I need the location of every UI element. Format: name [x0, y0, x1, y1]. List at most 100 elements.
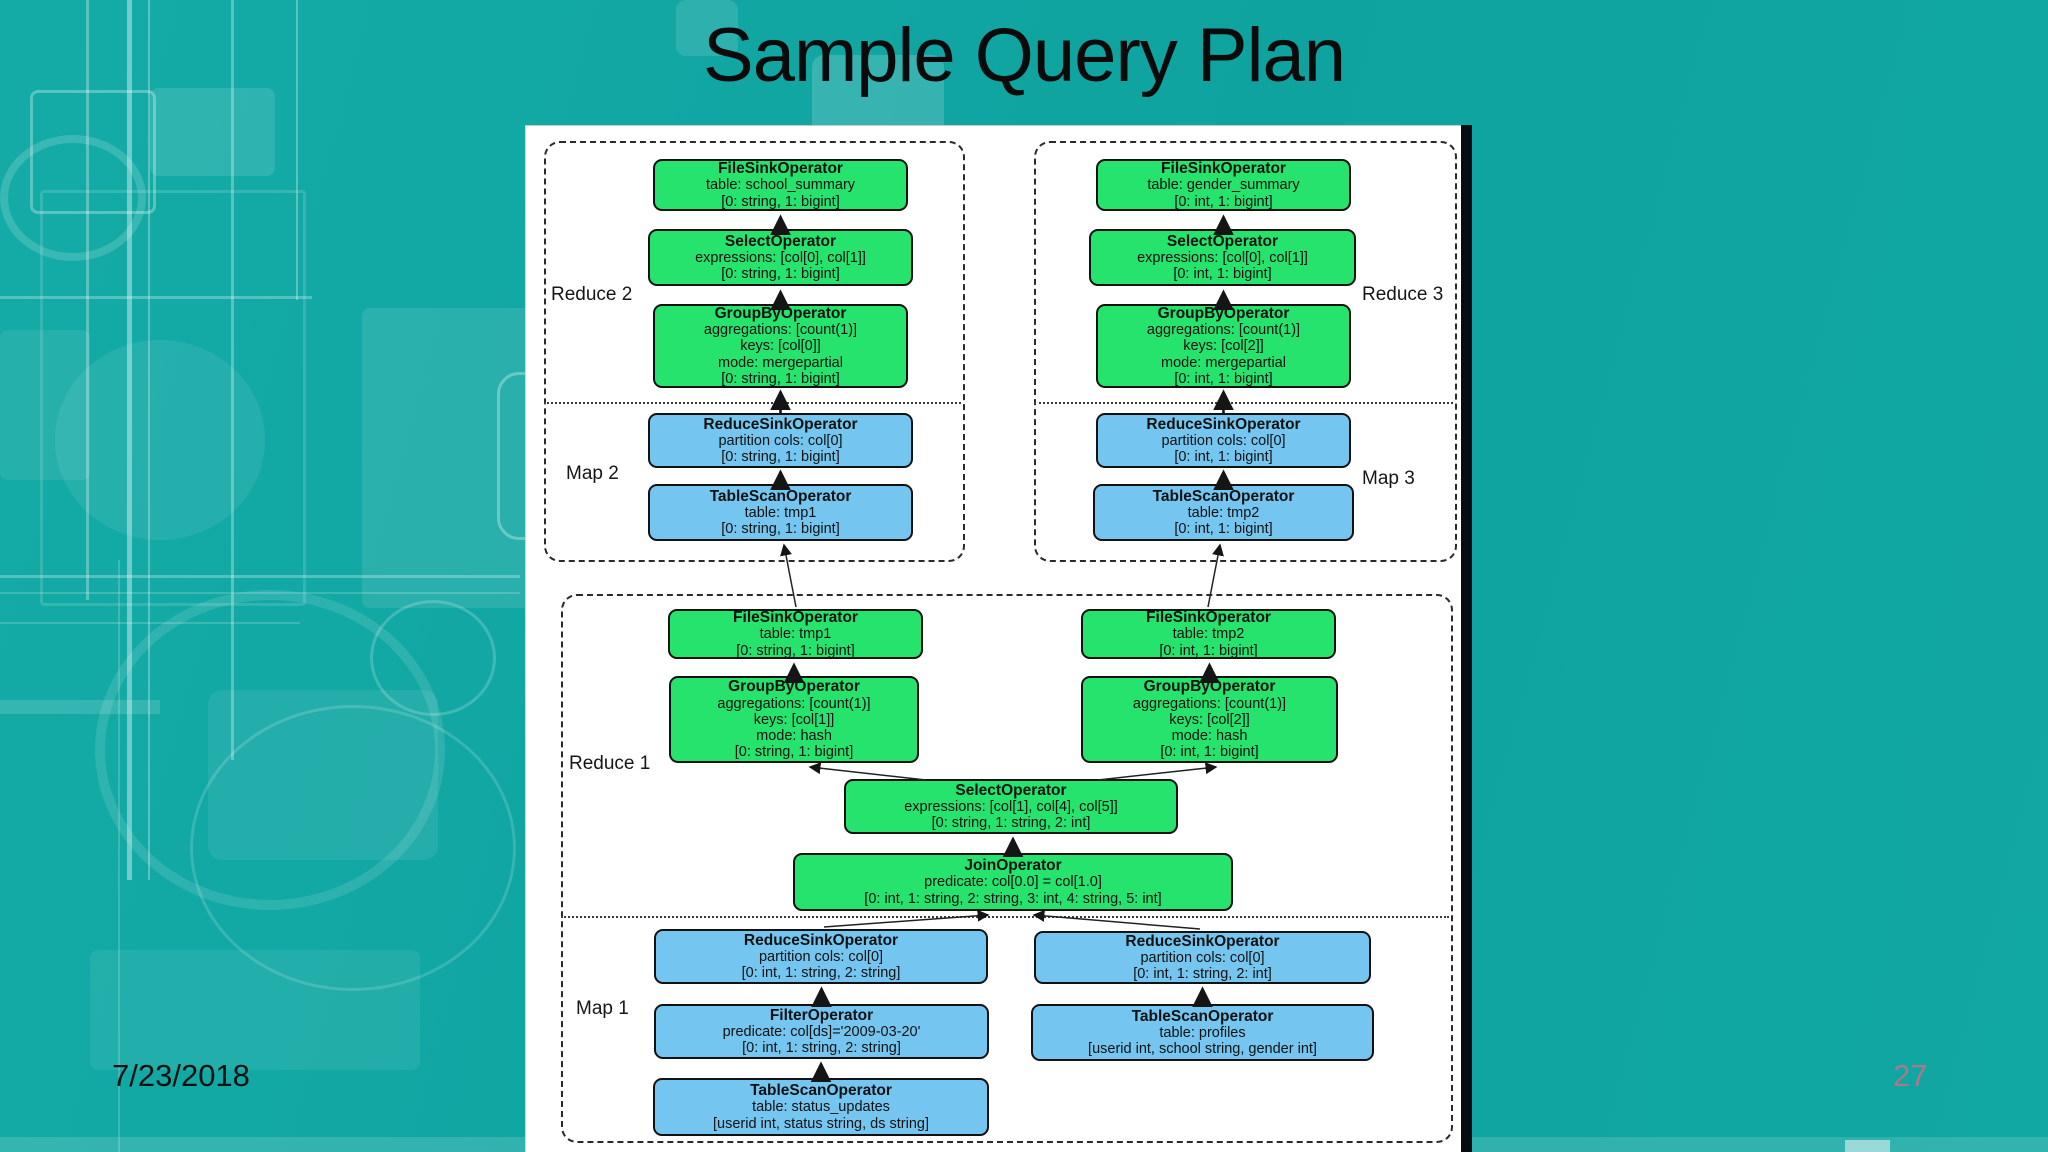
node-title: ReduceSinkOperator — [1125, 932, 1280, 950]
node-line: partition cols: col[0] — [718, 432, 843, 449]
stage-label-reduce2: Reduce 2 — [551, 284, 633, 305]
node-join: JoinOperator predicate: col[0.0] = col[1… — [793, 853, 1233, 911]
node-filesink-school-summary: FileSinkOperator table: school_summary [… — [653, 159, 908, 211]
node-line: [userid int, status string, ds string] — [713, 1115, 929, 1132]
node-line: predicate: col[0.0] = col[1.0] — [924, 874, 1102, 891]
node-line: [0: string, 1: string, 2: int] — [931, 815, 1091, 832]
node-select-reduce3: SelectOperator expressions: [col[0], col… — [1089, 229, 1356, 286]
node-line: table: tmp2 — [1187, 504, 1260, 521]
stage-label-map3: Map 3 — [1362, 468, 1415, 489]
node-line: table: school_summary — [705, 177, 856, 194]
node-line: mode: mergepartial — [718, 354, 843, 371]
node-title: SelectOperator — [1166, 232, 1279, 250]
node-line: aggregations: [count(1)] — [1132, 695, 1287, 712]
node-line: [0: int, 1: bigint] — [1174, 449, 1273, 466]
node-title: FileSinkOperator — [718, 160, 843, 178]
node-line: table: profiles — [1159, 1024, 1246, 1041]
node-reducesink-map1-left: ReduceSinkOperator partition cols: col[0… — [654, 929, 988, 984]
node-groupby-reduce1-right: GroupByOperator aggregations: [count(1)]… — [1081, 676, 1338, 763]
group-reduce1-map1 — [561, 594, 1453, 1143]
node-title: TableScanOperator — [1152, 487, 1295, 505]
stage-label-reduce3: Reduce 3 — [1362, 284, 1444, 305]
node-line: [0: string, 1: bigint] — [734, 744, 854, 761]
node-tablescan-profiles: TableScanOperator table: profiles [useri… — [1031, 1004, 1374, 1061]
node-title: TableScanOperator — [750, 1082, 892, 1100]
node-line: expressions: [col[1], col[4], col[5]] — [904, 798, 1118, 815]
node-tablescan-status-updates: TableScanOperator table: status_updates … — [653, 1078, 989, 1136]
node-line: keys: [col[0]] — [740, 338, 821, 355]
node-line: [0: int, 1: string, 2: string] — [742, 1040, 901, 1057]
node-line: [0: int, 1: string, 2: string] — [741, 965, 901, 982]
node-line: partition cols: col[0] — [758, 948, 884, 965]
node-line: table: tmp2 — [1172, 626, 1245, 643]
node-filesink-gender-summary: FileSinkOperator table: gender_summary [… — [1096, 159, 1351, 211]
node-groupby-reduce2: GroupByOperator aggregations: [count(1)]… — [653, 304, 908, 388]
node-line: table: status_updates — [752, 1099, 890, 1116]
node-line: [userid int, school string, gender int] — [1088, 1041, 1317, 1058]
node-title: GroupByOperator — [1143, 678, 1276, 696]
node-line: [0: int, 1: bigint] — [1174, 193, 1273, 210]
divider-reduce1-map1 — [561, 916, 1449, 918]
node-line: expressions: [col[0], col[1]] — [1137, 249, 1308, 266]
node-line: [0: string, 1: bigint] — [721, 521, 840, 538]
node-filesink-tmp1: FileSinkOperator table: tmp1 [0: string,… — [668, 609, 923, 659]
group-reduce3-map3 — [1034, 141, 1457, 562]
node-line: [0: string, 1: bigint] — [721, 370, 840, 387]
node-title: FileSinkOperator — [733, 609, 858, 627]
node-line: table: gender_summary — [1147, 177, 1300, 194]
node-line: keys: [col[2]] — [1169, 711, 1250, 728]
node-line: partition cols: col[0] — [1140, 949, 1265, 966]
node-line: [0: int, 1: bigint] — [1160, 744, 1259, 761]
node-line: aggregations: [count(1)] — [1146, 322, 1301, 339]
slide-date: 7/23/2018 — [112, 1058, 250, 1093]
node-filesink-tmp2: FileSinkOperator table: tmp2 [0: int, 1:… — [1081, 609, 1336, 659]
page-number: 27 — [1893, 1058, 1928, 1093]
node-line: [0: string, 1: bigint] — [721, 449, 840, 466]
node-line: mode: hash — [1171, 728, 1248, 745]
node-tablescan-tmp2: TableScanOperator table: tmp2 [0: int, 1… — [1093, 484, 1354, 541]
node-line: table: tmp1 — [759, 626, 832, 643]
node-line: [0: int, 1: string, 2: string, 3: int, 4… — [864, 890, 1162, 907]
node-groupby-reduce3: GroupByOperator aggregations: [count(1)]… — [1096, 304, 1351, 388]
node-select-reduce2: SelectOperator expressions: [col[0], col… — [648, 229, 913, 286]
node-title: FileSinkOperator — [1146, 609, 1271, 627]
node-title: GroupByOperator — [1157, 304, 1290, 322]
node-line: [0: int, 1: bigint] — [1174, 521, 1273, 538]
node-title: SelectOperator — [724, 232, 837, 250]
node-line: mode: hash — [756, 728, 832, 745]
node-title: GroupByOperator — [728, 678, 860, 696]
node-reducesink-map2: ReduceSinkOperator partition cols: col[0… — [648, 413, 913, 468]
stage-label-map2: Map 2 — [566, 463, 619, 484]
node-line: expressions: [col[0], col[1]] — [695, 249, 866, 266]
node-line: keys: [col[2]] — [1183, 338, 1264, 355]
node-title: JoinOperator — [964, 857, 1062, 875]
node-groupby-reduce1-left: GroupByOperator aggregations: [count(1)]… — [669, 676, 919, 763]
query-plan-panel: Reduce 2 Map 2 Reduce 3 Map 3 Reduce 1 M… — [525, 125, 1462, 1152]
node-line: [0: int, 1: string, 2: int] — [1133, 966, 1272, 983]
node-line: [0: string, 1: bigint] — [721, 193, 840, 210]
node-tablescan-tmp1: TableScanOperator table: tmp1 [0: string… — [648, 484, 913, 541]
node-line: mode: mergepartial — [1161, 354, 1286, 371]
node-title: FileSinkOperator — [1161, 160, 1286, 178]
node-title: GroupByOperator — [714, 304, 847, 322]
node-line: [0: int, 1: bigint] — [1173, 266, 1272, 283]
node-line: [0: string, 1: bigint] — [721, 266, 840, 283]
node-title: SelectOperator — [955, 781, 1067, 799]
node-line: [0: int, 1: bigint] — [1174, 370, 1273, 387]
node-title: TableScanOperator — [1131, 1007, 1274, 1025]
node-line: aggregations: [count(1)] — [717, 695, 871, 712]
node-reducesink-map1-right: ReduceSinkOperator partition cols: col[0… — [1034, 931, 1371, 984]
stage-label-map1: Map 1 — [576, 998, 629, 1019]
stage-label-reduce1: Reduce 1 — [569, 753, 651, 774]
node-title: ReduceSinkOperator — [1146, 415, 1301, 433]
divider-reduce2-map2 — [544, 402, 961, 404]
node-line: partition cols: col[0] — [1161, 432, 1286, 449]
node-select-reduce1: SelectOperator expressions: [col[1], col… — [844, 779, 1178, 834]
node-title: ReduceSinkOperator — [703, 415, 858, 433]
node-title: ReduceSinkOperator — [743, 931, 899, 949]
node-reducesink-map3: ReduceSinkOperator partition cols: col[0… — [1096, 413, 1351, 468]
panel-edge-bar — [1461, 125, 1472, 1152]
node-line: table: tmp1 — [744, 504, 817, 521]
node-filter: FilterOperator predicate: col[ds]='2009-… — [654, 1004, 989, 1059]
